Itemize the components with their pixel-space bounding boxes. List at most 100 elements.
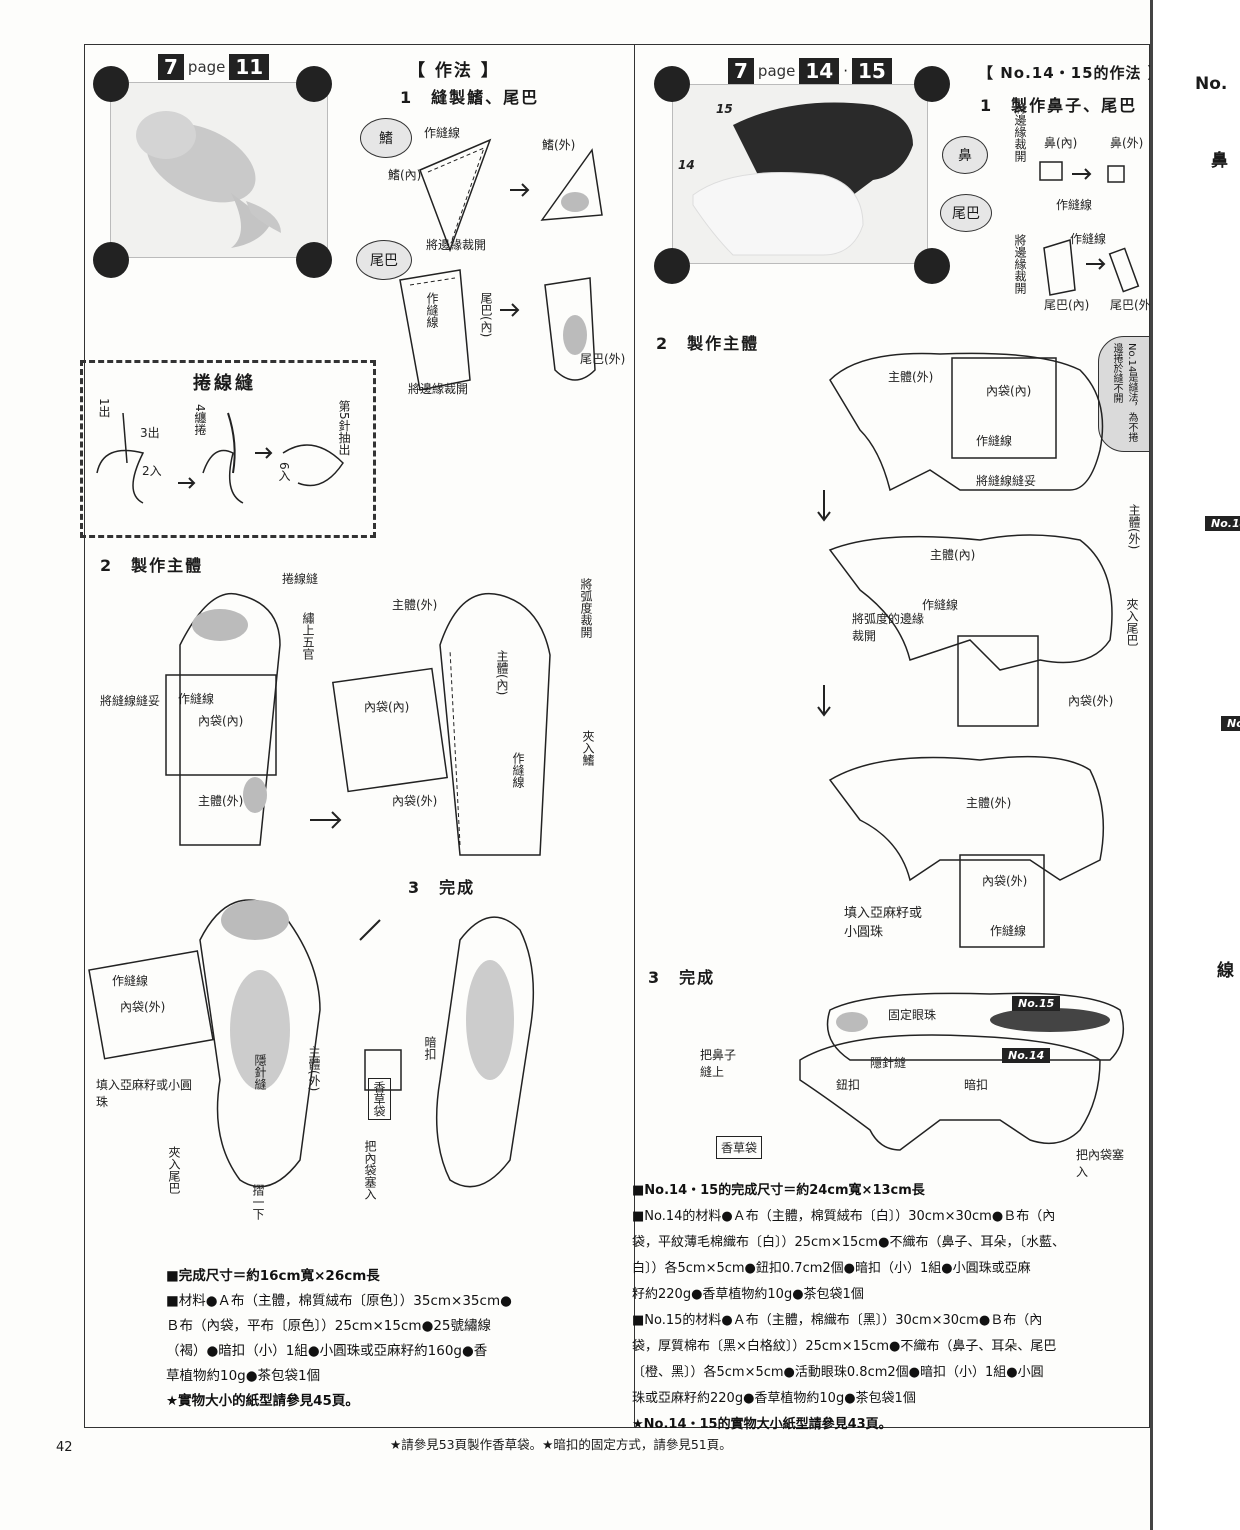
whip-stitch-title: 捲線縫 — [193, 373, 256, 394]
tail-outside-label: 尾巴(外) — [580, 352, 626, 366]
right-sachet-label: 香草袋 — [716, 1136, 763, 1159]
right-material-line: 袋，厚質棉布〔黑×白格紋〕）25cm×15cm●不織布（鼻子、耳朵、尾巴 — [632, 1339, 1057, 1354]
right-step2-title: 2 製作主體 — [656, 334, 760, 353]
left-material-line: ■完成尺寸＝約16cm寬×26cm長 — [166, 1268, 380, 1284]
fin-stitch-label: 作縫線 — [424, 126, 461, 140]
step2-title: 2 製作主體 — [100, 556, 204, 575]
tail-cut-label: 將邊緣裁開 — [408, 382, 469, 396]
right-button-label: 鈕扣 — [836, 1078, 861, 1092]
left-materials: ■完成尺寸＝約16cm寬×26cm長 ■材料●Ａ布（主體，棉質絨布〔原色〕）35… — [166, 1264, 512, 1414]
right-pouch-outside-2-label: 內袋(外) — [982, 874, 1028, 888]
step1-title: 1 縫製鰭、尾巴 — [400, 88, 540, 107]
left-material-line: Ｂ布（內袋，平布〔原色〕）25cm×15cm●25號繡線 — [166, 1318, 492, 1334]
right-method-title: 【 No.14・15的作法 】 — [978, 64, 1164, 82]
step2-insert-fin-label: 夾入鰭 — [581, 730, 595, 766]
step2-body-outside-2-label: 主體(外) — [392, 598, 438, 612]
tag-no15: No.15 — [1012, 996, 1061, 1011]
right-tail-cut-label: 將邊緣裁開 — [1013, 234, 1027, 294]
step2-pouch-outside-label: 內袋(外) — [392, 794, 438, 808]
page-frame — [84, 44, 1150, 1428]
step2-sew-line-label: 將縫線縫妥 — [100, 694, 161, 708]
edge-char-b-label: 線 — [1217, 961, 1234, 981]
nose-stitch-label: 作縫線 — [1056, 198, 1093, 212]
step3-sachet-label: 香草袋 — [368, 1078, 391, 1120]
right-materials: ■No.14・15的完成尺寸＝約24cm寬×13cm長 ■No.14的材料●Ａ布… — [632, 1178, 1065, 1438]
edge-tag-a: No.14 — [1205, 516, 1240, 531]
badge-page-word: page — [187, 58, 226, 76]
right-body-outside-3-label: 主體(外) — [966, 796, 1012, 810]
right-step3-title: 3 完成 — [648, 968, 716, 987]
photo-corner-tl — [93, 66, 129, 102]
right-pouch-outside-label: 內袋(外) — [1068, 694, 1114, 708]
step2-stitch-label: 作縫線 — [178, 692, 215, 706]
left-material-line: ■材料●Ａ布（主體，棉質絨布〔原色〕）35cm×35cm● — [166, 1293, 512, 1309]
right-tail-bubble: 尾巴 — [940, 194, 992, 232]
page-reference-badge: 7 page 11 — [158, 54, 270, 80]
tail-inside-label: 尾巴(內) — [479, 292, 493, 338]
right-step2-diagram — [817, 352, 1113, 948]
seal-photo-illustration — [136, 111, 281, 248]
nose-outside-label: 鼻(外) — [1110, 136, 1144, 150]
right-step3-diagram — [799, 992, 1125, 1151]
step3-fill-label: 填入亞麻籽或小圓珠 — [96, 1078, 193, 1109]
edge-char-label: 鼻 — [1211, 151, 1228, 171]
step2-pouch-inside-2-label: 內袋(內) — [364, 700, 410, 714]
step2-diagram — [165, 592, 551, 856]
right-step1-diagram — [1039, 161, 1140, 296]
right-material-line: 袋，平紋薄毛棉織布〔白〕）25cm×15cm●不織布（鼻子、耳朵，〔水藍、 — [632, 1235, 1065, 1250]
right-badge-page-b: 15 — [852, 58, 892, 84]
right-badge-number: 7 — [728, 58, 754, 84]
right-tail-outside-label: 尾巴(外) — [1110, 298, 1156, 312]
whip-step-2: 2入 — [142, 464, 162, 478]
step2-pouch-inside-label: 內袋(內) — [198, 714, 244, 728]
right-hidden-stitch-label: 隱針縫 — [870, 1056, 907, 1070]
nose-inside-label: 鼻(內) — [1044, 136, 1078, 150]
whip-step-3: 3出 — [140, 426, 160, 440]
right-insert-tail-label: 夾入尾巴 — [1125, 598, 1139, 646]
left-material-line: （褐）●暗扣（小）1組●小圓珠或亞麻籽約160g●香 — [166, 1343, 488, 1359]
left-material-line: 草植物約10g●茶包袋1個 — [166, 1368, 321, 1384]
step3-fold-label: 摺一下 — [251, 1184, 265, 1220]
step2-body-outside-label: 主體(外) — [198, 794, 244, 808]
next-page-edge: No. 鼻 No.14 No 線 — [1150, 0, 1240, 1530]
right-badge-dot: · — [843, 62, 849, 80]
badge-number: 7 — [158, 54, 184, 80]
right-body-inside-label: 主體(內) — [930, 548, 976, 562]
step2-whip-label: 捲線縫 — [282, 572, 319, 586]
step3-snap-label: 暗扣 — [423, 1036, 437, 1060]
right-material-line: ■No.14・15的完成尺寸＝約24cm寬×13cm長 — [632, 1183, 925, 1198]
fin-bubble: 鰭 — [360, 118, 412, 158]
bear-photo — [672, 84, 928, 264]
right-cut-curve-label: 將弧度的邊緣裁開 — [852, 612, 925, 643]
right-stitch-label: 作縫線 — [976, 434, 1013, 448]
photo-corner-tr — [296, 66, 332, 102]
right-material-line: 〔橙、黑〕）各5cm×5cm●活動眼珠0.8cm2個●暗扣（小）1組●小圓 — [632, 1365, 1044, 1380]
whip-step-5: 第5針抽出 — [337, 400, 351, 456]
step1-diagram — [399, 138, 603, 391]
right-material-line: 籽約220g●香草植物約10g●茶包袋1個 — [632, 1287, 864, 1302]
photo-label-14: 14 — [678, 158, 695, 172]
step3-hidden-stitch-label: 隱針縫 — [253, 1054, 267, 1090]
method-title: 【 作法 】 — [408, 61, 500, 81]
step3-body-outside-label: 主體(外) — [307, 1046, 321, 1092]
right-stitch-2-label: 作縫線 — [922, 598, 959, 612]
nose-bubble: 鼻 — [942, 136, 988, 174]
bear-photo-illustration — [692, 102, 913, 256]
fin-cut-label: 將邊緣裁開 — [426, 238, 487, 252]
fin-inside-label: 鰭(內) — [388, 168, 422, 182]
step3-diagram — [88, 899, 535, 1188]
right-material-line: 白〕）各5cm×5cm●鈕扣0.7cm2個●暗扣（小）1組●小圓珠或亞麻 — [632, 1261, 1031, 1276]
right-stitch-3-label: 作縫線 — [990, 924, 1027, 938]
step2-face-label: 繡上五官 — [301, 612, 315, 660]
photo-label-15: 15 — [716, 102, 733, 116]
right-snap-label: 暗扣 — [964, 1078, 989, 1092]
whip-stitch-box: 捲線縫 — [80, 360, 376, 538]
right-insert-pouch-label: 把內袋塞入 — [1076, 1148, 1125, 1179]
right-fill-label: 填入亞麻籽或小圓珠 — [844, 906, 923, 940]
photo-corner-bl — [93, 242, 129, 278]
seal-photo — [110, 82, 328, 258]
right-eye-label: 固定眼珠 — [888, 1008, 937, 1022]
no14-note-bubble: No.14是縫法，為不捲邊捲於縫不開 — [1098, 336, 1150, 452]
step3-insert-tail-label: 夾入尾巴 — [167, 1146, 181, 1194]
tag-no14: No.14 — [1002, 1048, 1051, 1063]
